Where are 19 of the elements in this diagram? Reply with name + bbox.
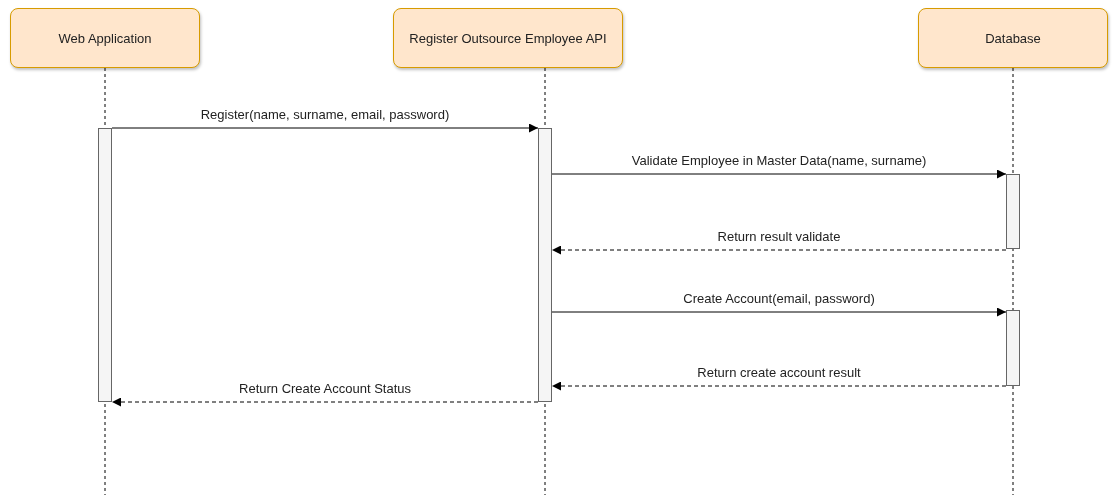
participant-box: Web Application: [10, 8, 200, 68]
arrow: [111, 397, 539, 407]
edge-label: Return create account result: [695, 365, 863, 380]
edge-label: Create Account(email, password): [681, 291, 877, 306]
arrow: [551, 381, 1007, 391]
participant-box: Register Outsource Employee API: [393, 8, 623, 68]
edge-label: Return Create Account Status: [237, 381, 413, 396]
activation-bar: [1006, 310, 1020, 386]
arrow: [551, 307, 1007, 317]
activation-bar: [98, 128, 112, 402]
arrow: [551, 245, 1007, 255]
participant-box: Database: [918, 8, 1108, 68]
activation-bar: [538, 128, 552, 402]
activation-bar: [1006, 174, 1020, 249]
arrow: [111, 123, 539, 133]
edge-label: Register(name, surname, email, password): [198, 107, 452, 122]
edge-label: Return result validate: [715, 229, 843, 244]
edge-label: Validate Employee in Master Data(name, surname): [629, 153, 929, 168]
arrow: [551, 169, 1007, 179]
